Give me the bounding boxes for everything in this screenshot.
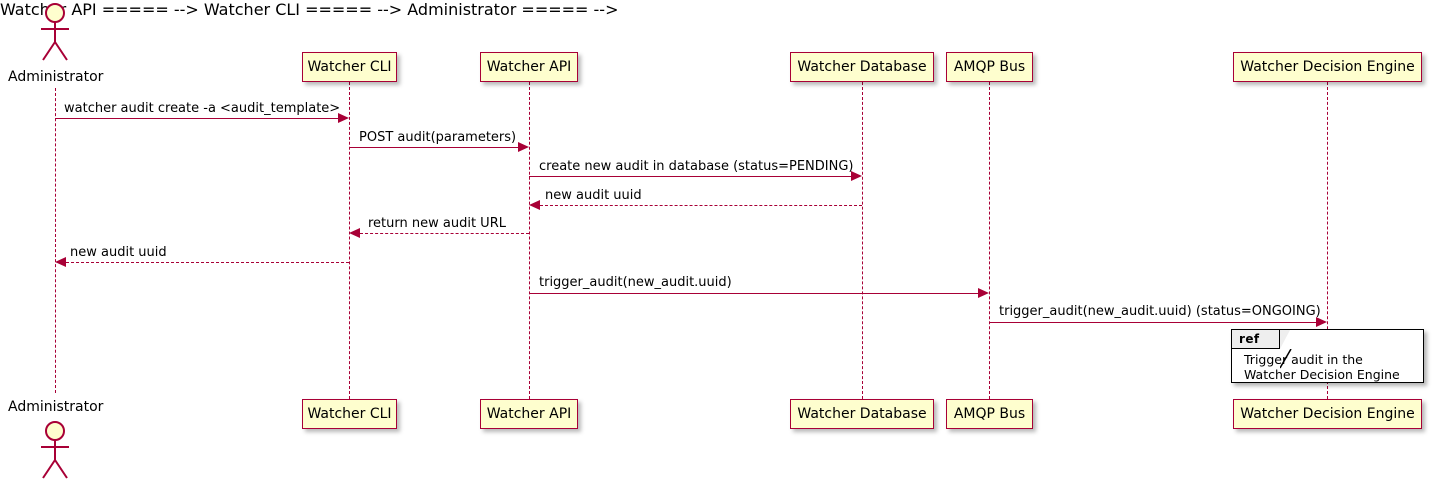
ref-tab-diagonal-icon xyxy=(1280,349,1292,369)
message-label-8: trigger_audit(new_audit.uuid) (status=ON… xyxy=(999,304,1321,319)
message-line-1 xyxy=(55,118,338,119)
message-line-7 xyxy=(529,293,978,294)
participant-watcher-api-top[interactable]: Watcher API xyxy=(480,52,578,82)
message-label-7: trigger_audit(new_audit.uuid) xyxy=(539,275,732,290)
message-label-1: watcher audit create -a <audit_template> xyxy=(64,101,341,116)
ref-fragment-tab-corner-edge-icon xyxy=(1279,330,1292,369)
participant-amqp-bus-top[interactable]: AMQP Bus xyxy=(946,52,1033,82)
actor-administrator-bottom xyxy=(31,420,79,482)
message-label-2: POST audit(parameters) xyxy=(359,130,517,145)
message-arrowhead-2 xyxy=(518,142,529,152)
message-arrowhead-5 xyxy=(349,228,360,238)
participant-label: Watcher Decision Engine xyxy=(1240,406,1415,422)
message-line-2 xyxy=(349,147,518,148)
actor-label-administrator-bottom: Administrator xyxy=(8,399,104,415)
message-label-4: new audit uuid xyxy=(545,188,642,203)
message-label-6: new audit uuid xyxy=(70,245,167,260)
participant-watcher-database-top[interactable]: Watcher Database xyxy=(790,52,934,82)
message-arrowhead-3 xyxy=(851,171,862,181)
ref-fragment-tab: ref xyxy=(1232,330,1280,349)
message-line-8 xyxy=(989,322,1316,323)
message-label-3: create new audit in database (status=PEN… xyxy=(539,159,854,174)
ref-fragment[interactable]: ref Trigger audit in the Watcher Decisio… xyxy=(1231,329,1424,383)
ref-fragment-line-1: Trigger audit in the xyxy=(1244,352,1363,367)
message-line-3 xyxy=(529,176,851,177)
message-line-5 xyxy=(360,233,529,234)
participant-label: Watcher CLI xyxy=(307,59,392,75)
actor-stick-figure-icon xyxy=(41,3,69,61)
lifeline-watcher-cli xyxy=(349,82,350,399)
participant-label: Watcher Database xyxy=(797,406,927,422)
message-arrowhead-8 xyxy=(1316,317,1327,327)
participant-label: Watcher CLI xyxy=(307,406,392,422)
participant-watcher-api-bottom[interactable]: Watcher API xyxy=(480,399,578,429)
participant-amqp-bus-bottom[interactable]: AMQP Bus xyxy=(946,399,1033,429)
actor-stick-figure-icon xyxy=(41,421,69,479)
message-label-5: return new audit URL xyxy=(368,216,506,231)
lifeline-watcher-api xyxy=(529,82,530,399)
message-arrowhead-6 xyxy=(55,257,66,267)
participant-label: Watcher API xyxy=(486,59,572,75)
ref-fragment-tab-corner-icon xyxy=(1280,330,1290,349)
lifeline-administrator xyxy=(55,88,56,393)
message-arrowhead-1 xyxy=(338,113,349,123)
participant-watcher-cli-top[interactable]: Watcher CLI xyxy=(302,52,397,82)
participant-label: Watcher Decision Engine xyxy=(1240,59,1415,75)
participant-label: Watcher Database xyxy=(797,59,927,75)
message-arrowhead-7 xyxy=(978,288,989,298)
message-line-6 xyxy=(66,262,349,263)
participant-label: AMQP Bus xyxy=(953,59,1026,75)
message-line-4 xyxy=(540,205,862,206)
actor-administrator-top xyxy=(31,2,79,64)
message-arrowhead-4 xyxy=(529,200,540,210)
lifeline-watcher-decision-engine xyxy=(1327,82,1328,399)
participant-watcher-database-bottom[interactable]: Watcher Database xyxy=(790,399,934,429)
lifeline-watcher-database xyxy=(862,82,863,399)
actor-label-administrator-top: Administrator xyxy=(8,69,104,85)
ref-fragment-operator-label: ref xyxy=(1239,332,1260,346)
participant-watcher-decision-engine-top[interactable]: Watcher Decision Engine xyxy=(1233,52,1422,82)
participant-watcher-decision-engine-bottom[interactable]: Watcher Decision Engine xyxy=(1233,399,1422,429)
participant-watcher-cli-bottom[interactable]: Watcher CLI xyxy=(302,399,397,429)
ref-fragment-line-2: Watcher Decision Engine xyxy=(1244,367,1400,382)
participant-label: AMQP Bus xyxy=(953,406,1026,422)
lifeline-amqp-bus xyxy=(989,82,990,399)
participant-label: Watcher API xyxy=(486,406,572,422)
